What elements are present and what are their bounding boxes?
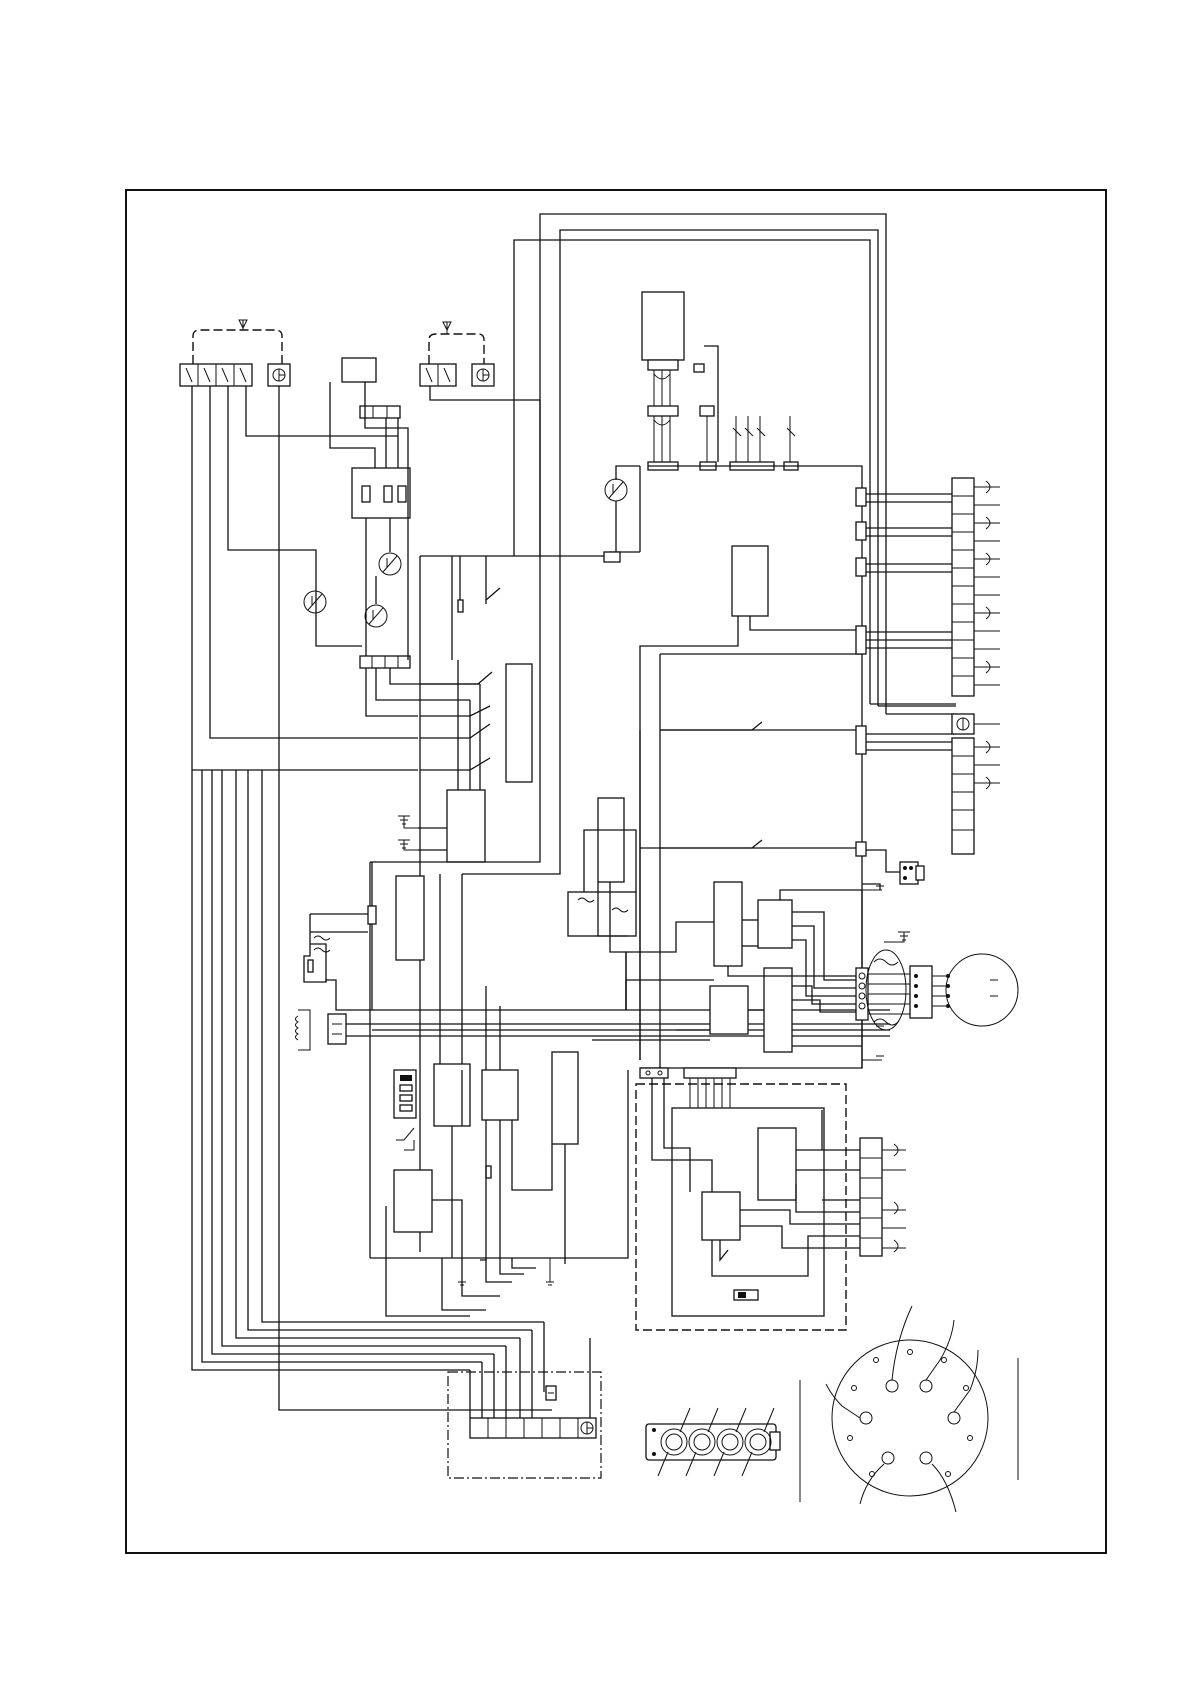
pcb-module-a [434,1064,470,1126]
connector-stack [648,360,678,470]
power-terminal-block-main [180,320,282,386]
remote-terminal-block [470,1386,596,1438]
contactor-box [506,664,532,782]
pcb-module-c [552,1052,578,1144]
fuse-icon [486,1166,491,1178]
flange-plate-illustration [826,1306,988,1512]
terminal-strip-outdoor [860,1138,906,1256]
inverter-box-1 [714,882,742,966]
ground-terminal-2 [472,364,494,386]
outdoor-terminal-strip [640,1068,736,1108]
inverter-box-2 [758,900,792,948]
connector-plug [856,488,866,856]
wire-bundle-left [192,386,590,1418]
pcb-module-b [482,1070,518,1120]
relay-box-mid [598,798,624,882]
power-module-box [447,790,485,862]
fuse-group [352,468,410,518]
sensor-column [694,346,798,470]
noise-filter-box [342,358,376,382]
pcb-module-d [394,1170,432,1232]
terminal-strip-right-top [952,478,974,696]
inverter-box-4 [764,968,792,1052]
switch-symbol [396,1128,414,1150]
outdoor-module-a [758,1128,796,1200]
ground-terminal-1 [268,364,290,386]
motor [946,954,1018,1026]
fuse-icon [308,960,313,972]
ground-symbol [862,886,910,1060]
ground-symbol [398,816,418,850]
fuse-icon [458,600,463,612]
field-wire-arrows [974,481,1000,789]
plug-connector-right [900,862,924,884]
terminal-strip-upper [360,406,400,418]
ground-terminal-right [952,714,974,734]
outdoor-module-b [702,1192,740,1240]
small-connector [604,552,620,562]
terminal-strip-lower [360,656,410,668]
thermistor-lead [616,466,640,480]
inverter-box-3 [710,986,748,1034]
dip-switch [734,1290,758,1300]
control-pcb-top [642,292,684,360]
terminal-bar-illustration [646,1408,780,1476]
dip-switch [394,1070,416,1118]
motor-connector [856,950,950,1030]
terminal-strip-right-mid [952,738,974,854]
relay-box-upper [732,546,768,616]
transformer-coil [304,862,890,1036]
